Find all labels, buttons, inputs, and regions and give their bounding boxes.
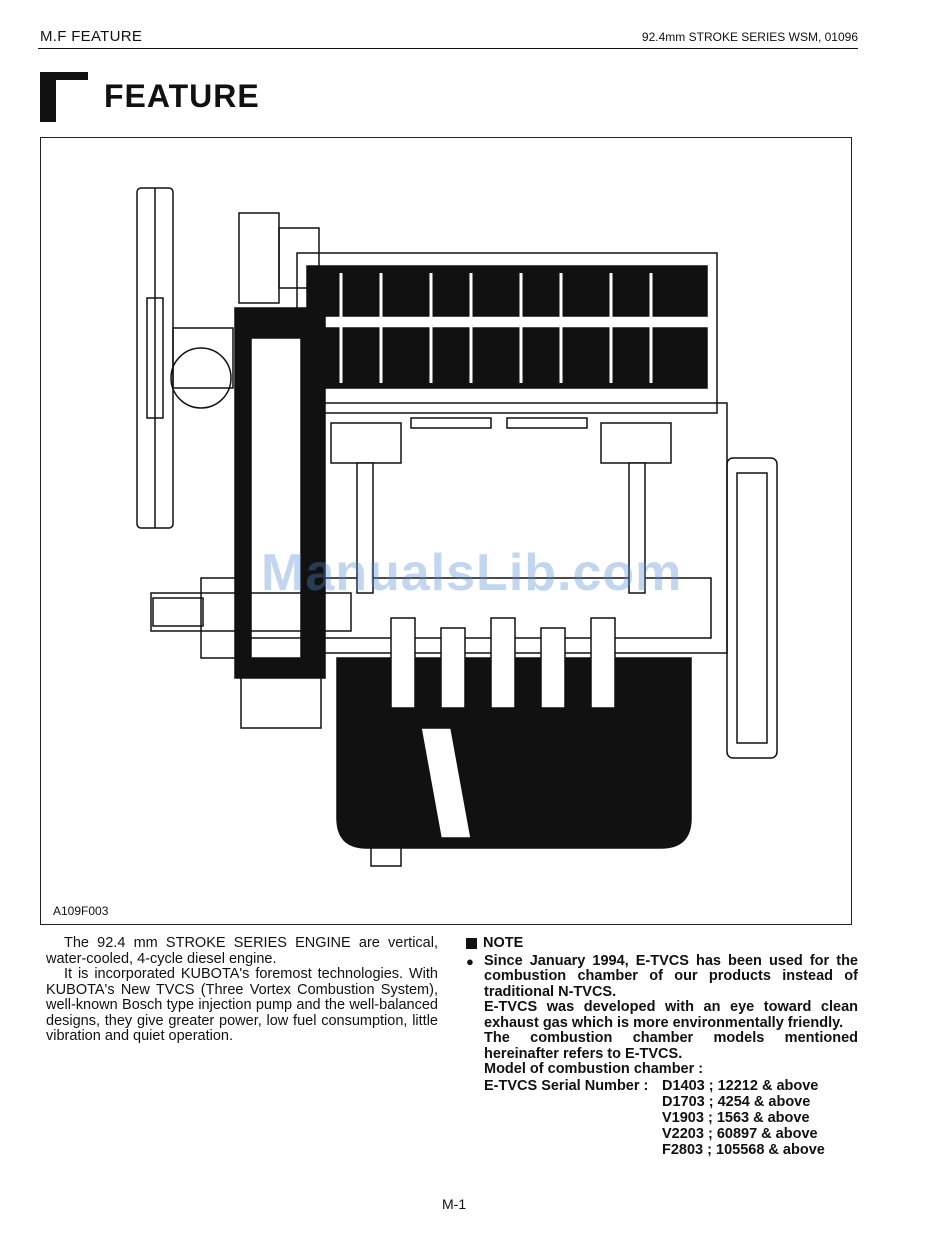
serial-value: D1403 ; 12212 & above xyxy=(662,1077,819,1094)
note-text-3: The combustion chamber models mentioned … xyxy=(484,1030,858,1062)
serial-row: D1703 ; 4254 & above xyxy=(484,1094,825,1110)
watermark: ManualsLib.com xyxy=(261,544,683,602)
note-item: ● Since January 1994, E-TVCS has been us… xyxy=(466,952,858,1158)
serial-value: F2803 ; 105568 & above xyxy=(662,1141,825,1158)
engine-figure: ManualsLib.com A109F003 xyxy=(40,137,852,925)
model-label: Model of combustion chamber : xyxy=(484,1061,704,1077)
note-text-2: E-TVCS was developed with an eye toward … xyxy=(484,999,858,1031)
serial-value: V2203 ; 60897 & above xyxy=(662,1125,818,1142)
serial-table: E-TVCS Serial Number : D1403 ; 12212 & a… xyxy=(484,1078,825,1158)
note-heading: NOTE xyxy=(466,935,858,952)
bullet-icon: ● xyxy=(466,953,474,969)
header-rule xyxy=(38,48,858,49)
note-heading-label: NOTE xyxy=(483,935,524,951)
serial-row: V1903 ; 1563 & above xyxy=(484,1110,825,1126)
intro-paragraph-2: It is incorporated KUBOTA's foremost tec… xyxy=(46,966,438,1044)
series-header: 92.4mm STROKE SERIES WSM, 01096 xyxy=(641,30,858,44)
page-title: FEATURE xyxy=(104,78,260,114)
intro-text: The 92.4 mm STROKE SERIES ENGINE are ver… xyxy=(46,935,438,1045)
figure-code: A109F003 xyxy=(53,904,109,918)
title-bracket-icon xyxy=(40,72,88,122)
intro-paragraph-1: The 92.4 mm STROKE SERIES ENGINE are ver… xyxy=(46,935,438,967)
serial-row: F2803 ; 105568 & above xyxy=(484,1142,825,1158)
serial-row: V2203 ; 60897 & above xyxy=(484,1126,825,1142)
note-square-icon xyxy=(466,938,477,950)
serial-row: E-TVCS Serial Number : D1403 ; 12212 & a… xyxy=(484,1078,825,1094)
engine-cutaway-illustration xyxy=(136,187,778,867)
note-body: Since January 1994, E-TVCS has been used… xyxy=(484,952,858,1158)
section-header: M.F FEATURE xyxy=(40,28,143,45)
serial-value: D1703 ; 4254 & above xyxy=(662,1093,811,1110)
serial-label: E-TVCS Serial Number : xyxy=(484,1077,649,1094)
note-section: NOTE ● Since January 1994, E-TVCS has be… xyxy=(466,935,858,1158)
page-number: M-1 xyxy=(442,1196,467,1212)
serial-value: V1903 ; 1563 & above xyxy=(662,1109,810,1126)
note-text-1: Since January 1994, E-TVCS has been used… xyxy=(484,952,858,1000)
